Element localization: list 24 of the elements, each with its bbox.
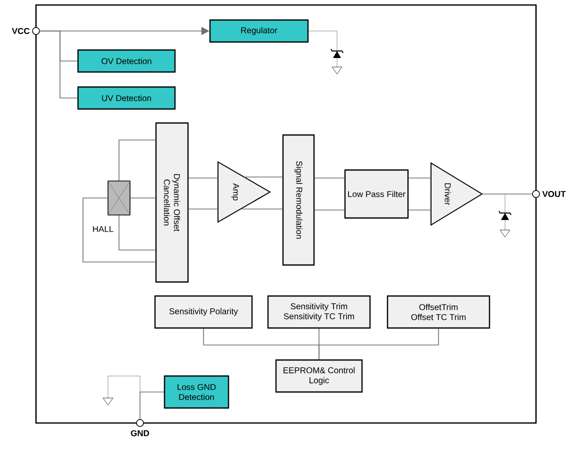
remodulation-block: Signal Remodulation [282,134,315,266]
logic-block: EEPROM& Control Logic [275,359,363,393]
pin-label: VCC [12,28,30,34]
trim-block: Sensitivity Polarity [154,295,253,329]
pin-label: VOUT [542,191,566,197]
sensor-label: HALL [93,226,114,232]
detection-box: Loss GND Detection [164,375,230,409]
connector-line [82,198,156,262]
connector-line [118,215,156,250]
detection-box: OV Detection [77,49,176,73]
connector-line [140,392,164,420]
trim-block: Sensitivity Trim Sensitivity TC Trim [267,295,371,329]
trim-block: OffsetTrim Offset TC Trim [386,295,490,329]
detection-box: UV Detection [77,86,176,110]
cancellation-block: Dynamic Offset Cancellation [155,122,189,283]
connector-line [40,30,78,98]
connector-line [244,176,283,178]
connector-line [242,208,283,210]
pin-label: GND [130,430,150,436]
connector-line [318,328,439,360]
connector-line [118,140,156,181]
regulator-box: Regulator [209,19,309,43]
connector-line [188,208,218,210]
filter-block: Low Pass Filter [344,169,409,219]
